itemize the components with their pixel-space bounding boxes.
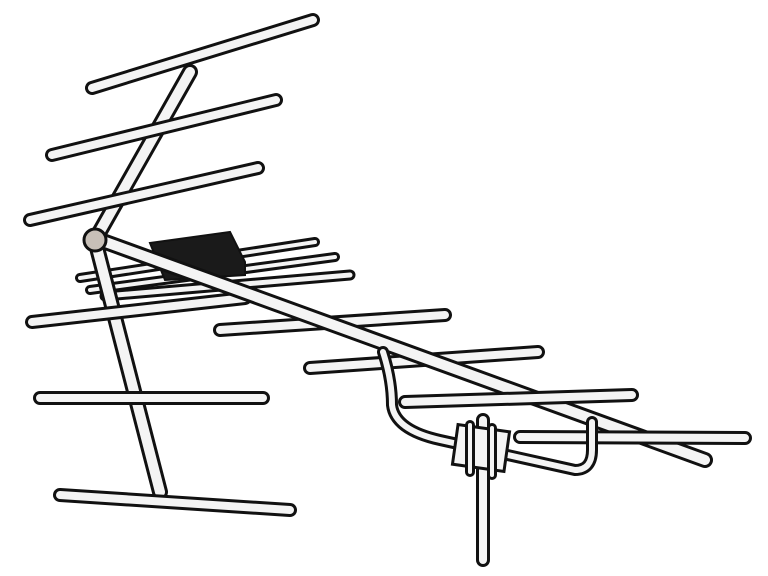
reflector-rod bbox=[88, 16, 317, 92]
director-rod bbox=[516, 433, 749, 442]
reflector-rod bbox=[28, 294, 249, 326]
clamp-plate bbox=[450, 422, 512, 474]
reflector-rod bbox=[48, 96, 280, 159]
mount-bracket bbox=[380, 349, 595, 473]
boom bbox=[95, 235, 710, 465]
pivot-joint bbox=[82, 227, 108, 253]
frame-lower bbox=[90, 235, 165, 497]
reflector-rod bbox=[26, 164, 262, 224]
frame-upper bbox=[90, 67, 195, 245]
reflector-rod bbox=[56, 491, 294, 514]
director-rod bbox=[401, 391, 636, 406]
